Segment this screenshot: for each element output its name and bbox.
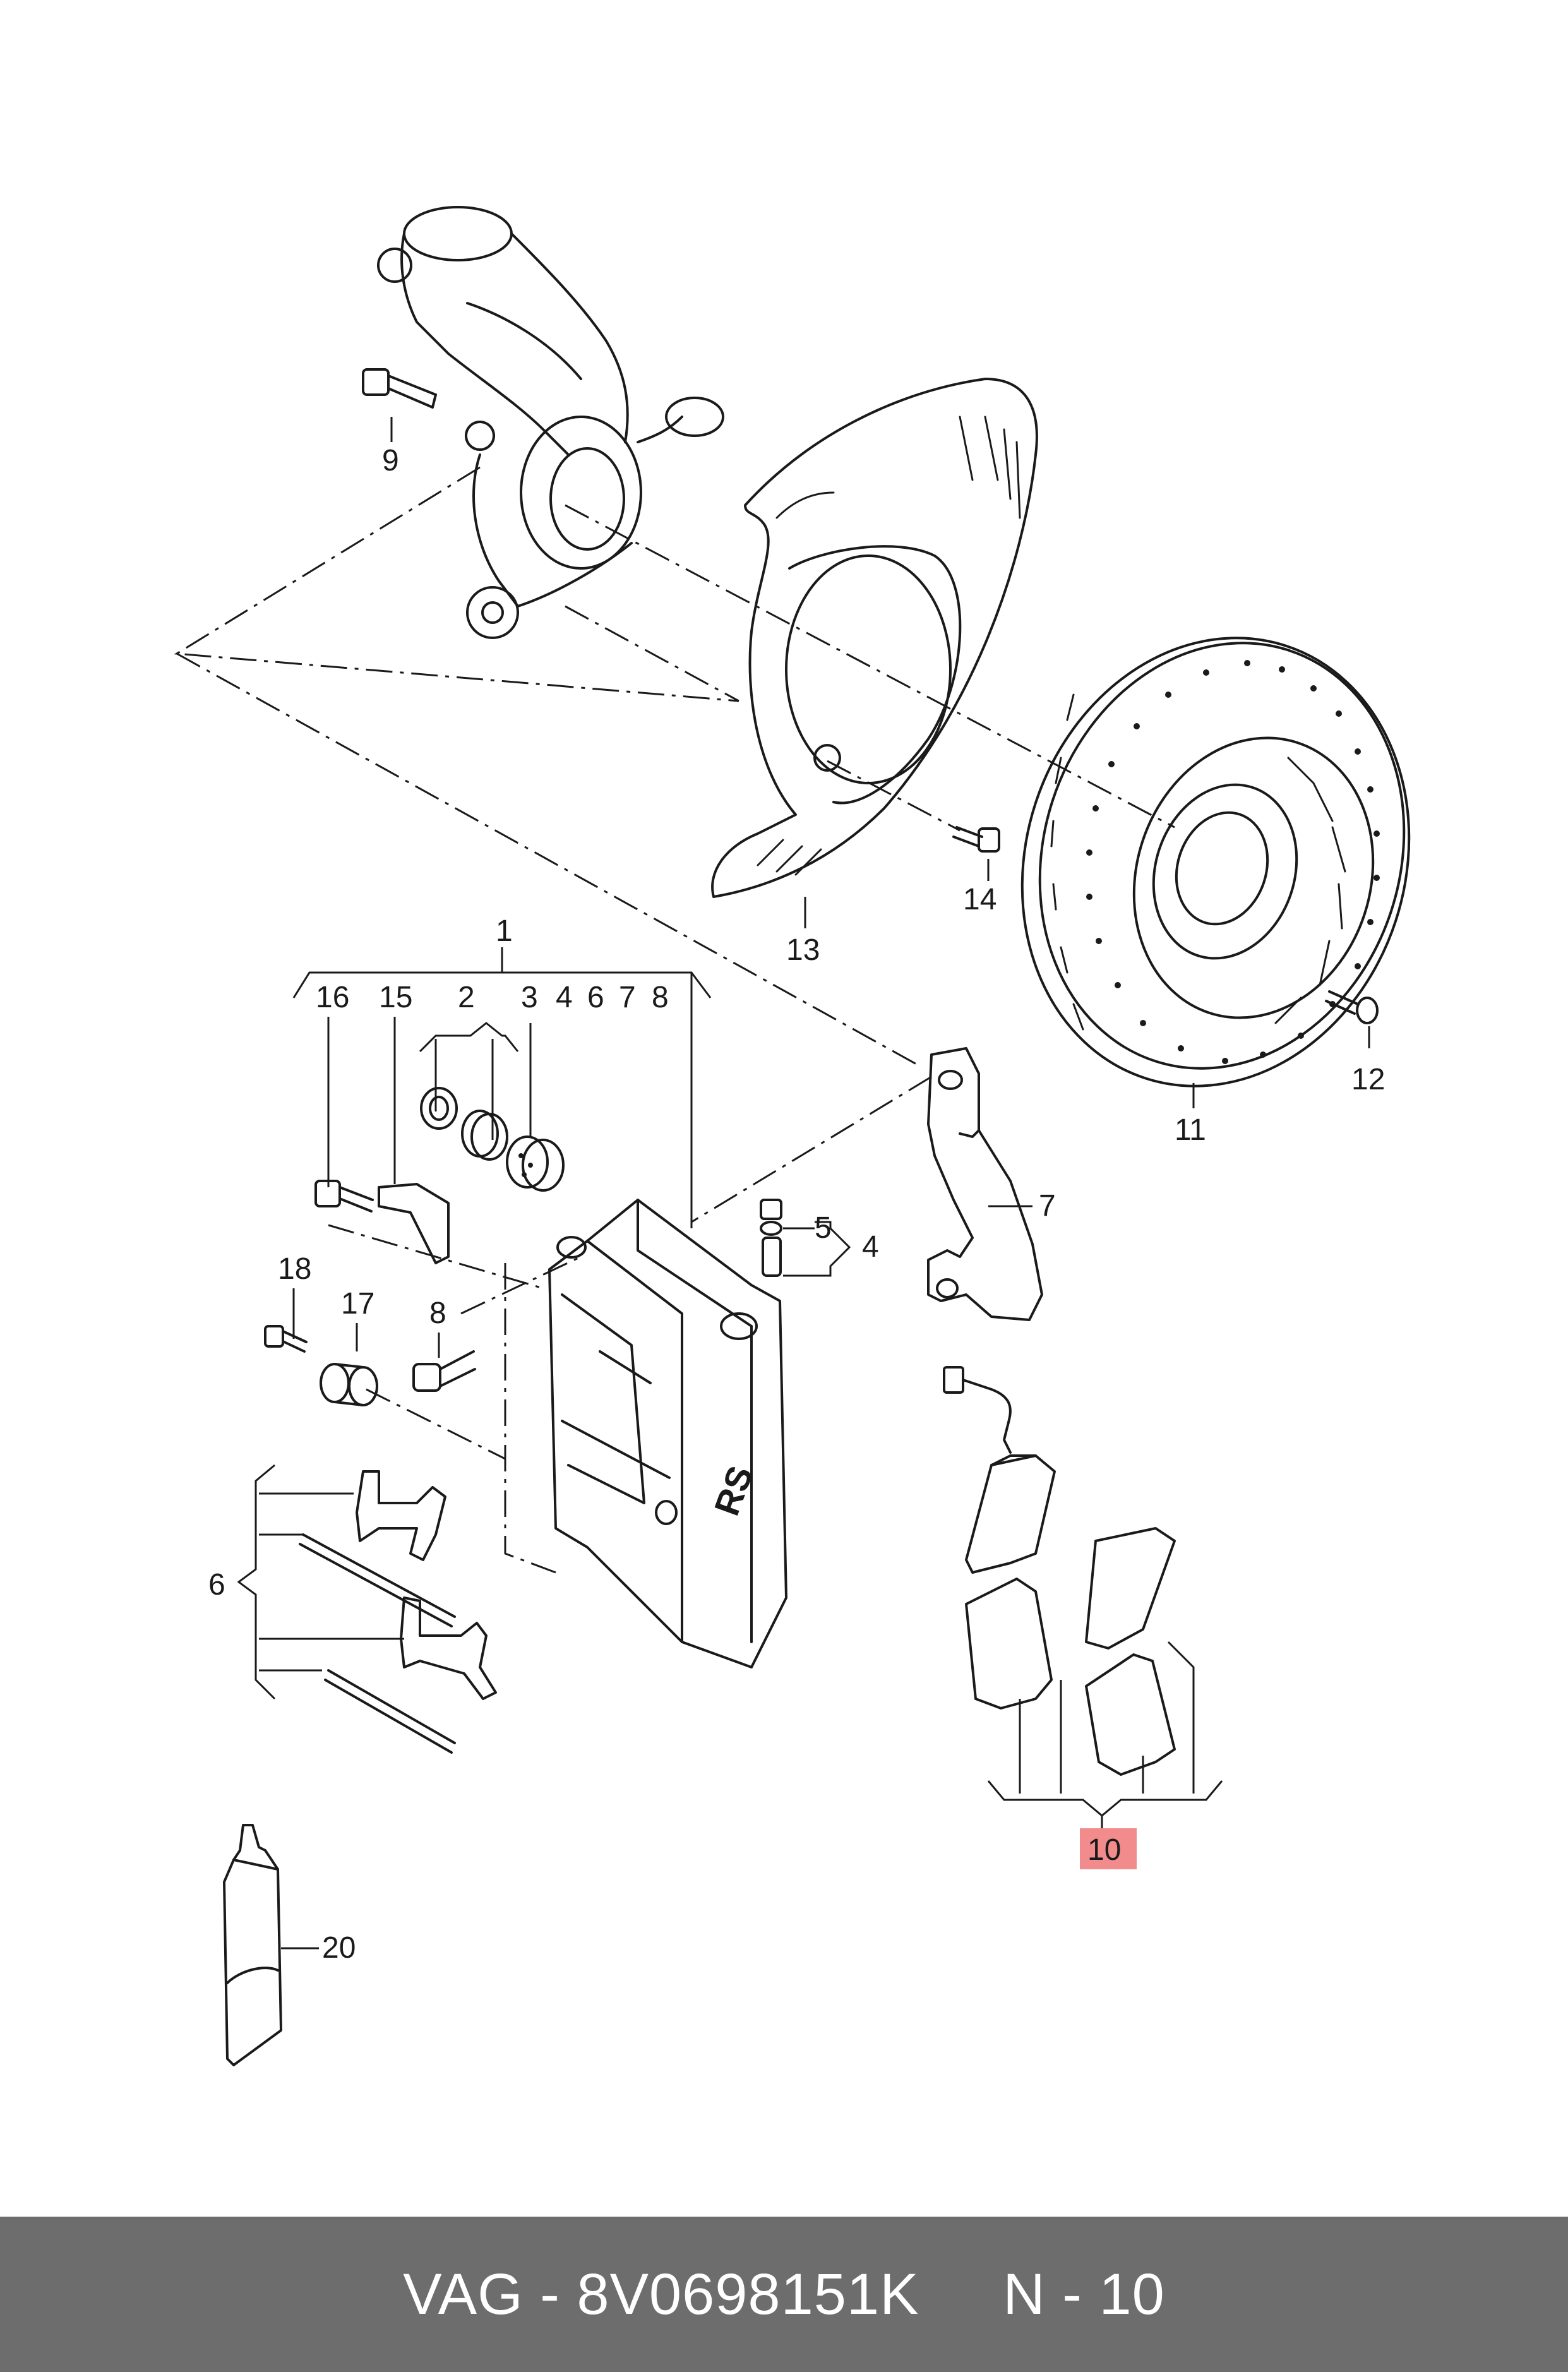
spring-plate-15 — [378, 1017, 450, 1264]
callout-4-group: 4 — [556, 981, 573, 1014]
callout-9: 9 — [382, 444, 399, 477]
piston-seal-set — [420, 1087, 565, 1192]
exploded-parts-diagram: 9 13 14 — [174, 206, 1411, 2066]
callout-8: 8 — [429, 1297, 446, 1330]
brake-dust-shield — [711, 378, 1038, 928]
bolt-8 — [412, 1333, 476, 1392]
callout-6-group: 6 — [587, 981, 604, 1014]
brake-pad-set — [943, 1366, 1223, 1828]
callout-8-group: 8 — [652, 981, 669, 1014]
grease-tube — [223, 1824, 319, 2066]
caliper-adapter — [927, 1047, 1043, 1321]
brake-disc — [1020, 637, 1411, 1087]
assembly-centerlines — [174, 466, 1175, 1574]
callout-15: 15 — [379, 981, 412, 1014]
callout-10: 10 — [1087, 1833, 1121, 1867]
callout-6: 6 — [208, 1568, 225, 1602]
callout-2: 2 — [458, 981, 475, 1014]
bolt-9 — [362, 368, 437, 442]
callout-10-highlight — [1080, 1828, 1137, 1869]
callout-7-group: 7 — [619, 981, 636, 1014]
bolt-14 — [952, 826, 1000, 881]
pad-spring-kit — [237, 1464, 497, 1754]
brake-caliper: RS — [548, 1199, 787, 1668]
callout-5: 5 — [815, 1211, 832, 1245]
callout-7: 7 — [1039, 1189, 1056, 1223]
cover-cap-17 — [320, 1323, 378, 1406]
footer-bar: VAG - 8V0698151K N - 10 — [0, 2217, 1568, 2372]
callout-13: 13 — [786, 933, 820, 967]
part-number-label: VAG - 8V0698151K N - 10 — [403, 2261, 1165, 2327]
callout-18: 18 — [278, 1252, 311, 1286]
callout-1: 1 — [496, 914, 513, 948]
callout-17: 17 — [341, 1287, 374, 1321]
bleeder-valve — [760, 1199, 851, 1277]
steering-knuckle — [377, 206, 724, 639]
screw-12 — [1325, 990, 1379, 1048]
caliper-set-bracket — [292, 947, 712, 1228]
bolt-16 — [314, 1017, 374, 1213]
callout-11: 11 — [1175, 1113, 1206, 1147]
bracket-2 — [419, 1022, 519, 1053]
callout-16: 16 — [316, 981, 349, 1014]
bolt-18 — [264, 1288, 308, 1353]
disc-cross-drill-holes — [1086, 660, 1380, 1064]
callout-3: 3 — [521, 981, 538, 1014]
callout-12: 12 — [1351, 1063, 1385, 1096]
callout-14: 14 — [963, 883, 996, 916]
callout-20: 20 — [322, 1931, 356, 1965]
callout-4: 4 — [862, 1230, 879, 1264]
